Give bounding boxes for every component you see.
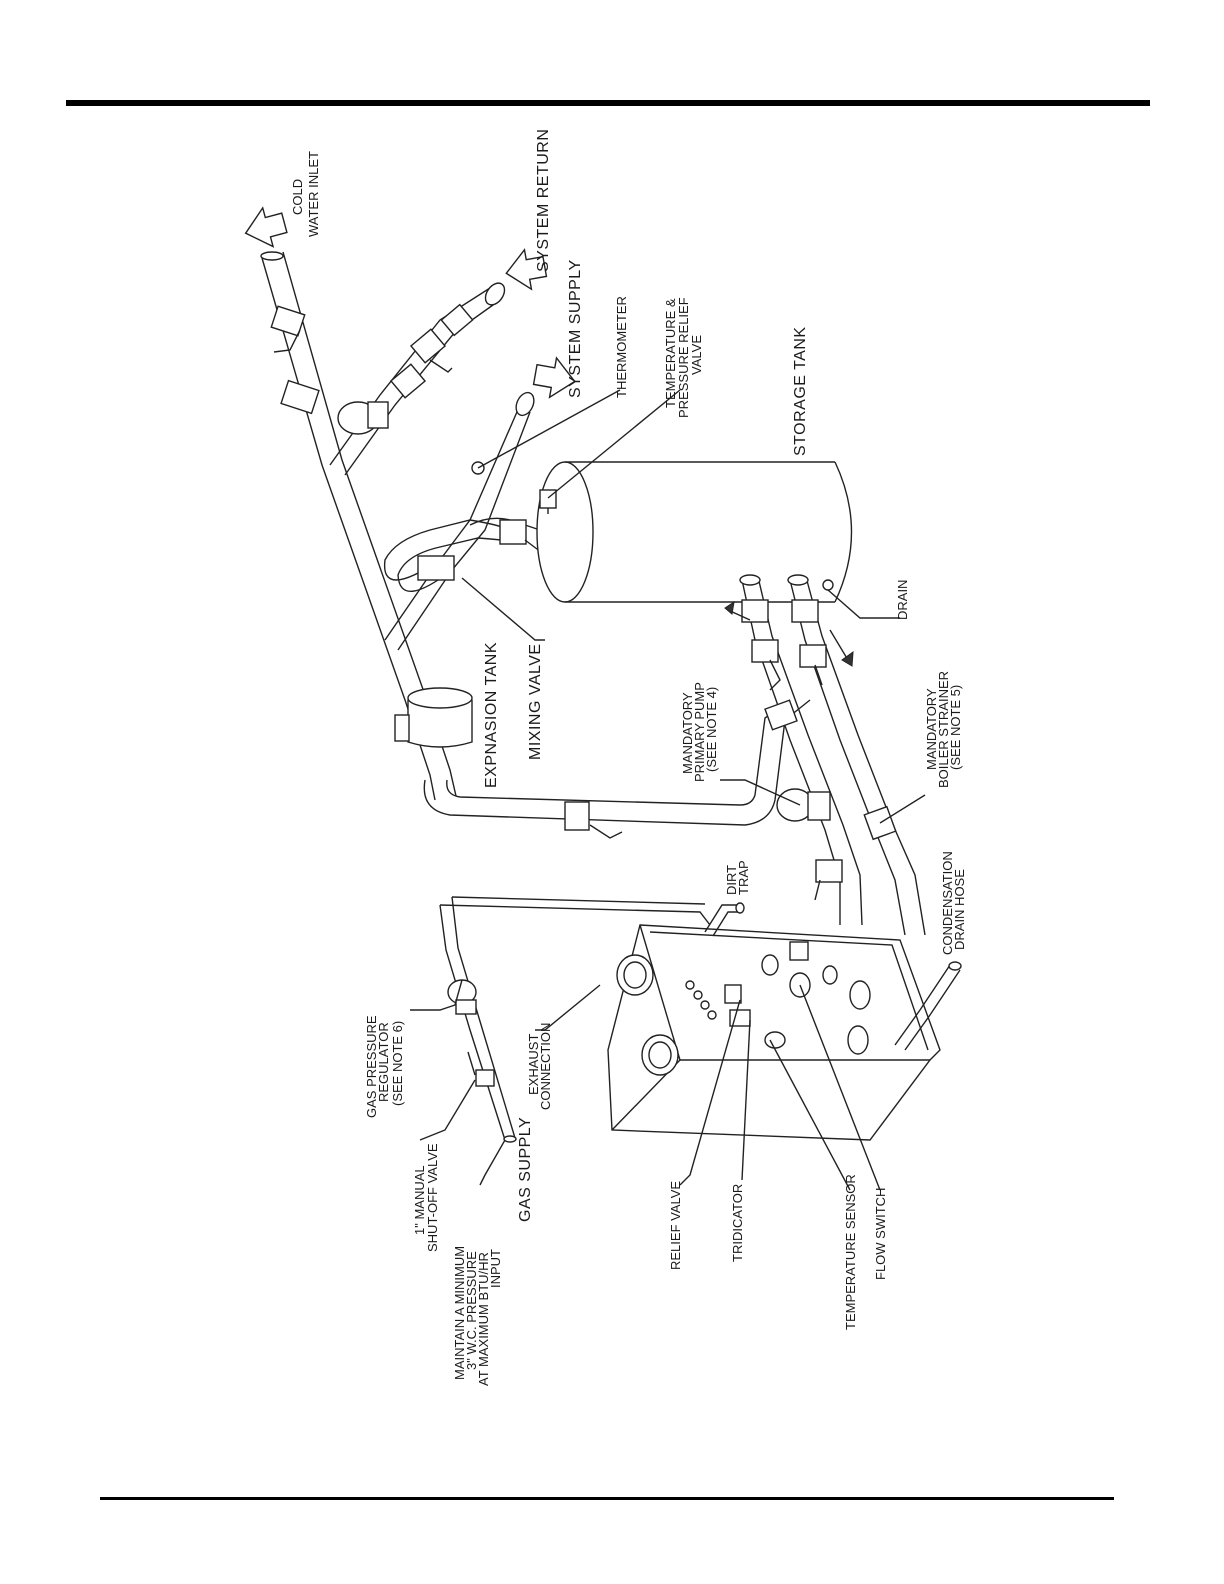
label-strainer-1: MANDATORY [924,688,939,770]
label-min-pressure-1: MAINTAIN A MINIMUM [452,1246,467,1380]
label-relief-valve: RELIEF VALVE [668,1181,683,1270]
gas-supply-pipe [439,896,711,1143]
boiler-loop-pipes [724,574,926,936]
label-flow-switch: FLOW SWITCH [873,1188,888,1280]
label-tp-relief-3: VALVE [689,335,704,375]
label-tp-relief-1: TEMPERATURE & [663,298,678,408]
label-exhaust-1: EXHAUST [526,1034,541,1095]
storage-tank [536,461,853,603]
label-dirt-trap-1: DIRT [724,865,739,895]
label-mixing-valve: MIXING VALVE [527,643,544,760]
label-strainer-2: BOILER STRAINER [936,671,951,788]
label-temperature-sensor: TEMPERATURE SENSOR [843,1174,858,1330]
return-arrow-icon [505,248,548,291]
label-tridicator: TRIDICATOR [730,1184,745,1262]
label-gas-regulator-1: GAS PRESSURE [364,1015,379,1118]
lower-supply-pipe [423,699,811,839]
label-shutoff-1: 1" MANUAL [412,1165,427,1235]
label-tp-relief-2: PRESSURE RELIEF [676,297,691,418]
label-system-return: SYSTEM RETURN [535,129,552,272]
expansion-tank [394,687,473,748]
label-system-supply: SYSTEM SUPPLY [567,259,584,398]
label-expansion-tank: EXPNASION TANK [483,642,500,788]
label-primary-pump-2: PRIMARY PUMP [692,682,707,782]
label-primary-pump-1: MANDATORY [680,692,695,774]
label-min-pressure-2: 3" W.C. PRESSURE [464,1251,479,1370]
cold-water-pipe [260,251,457,801]
label-storage-tank: STORAGE TANK [792,326,809,456]
supply-arrow-icon [532,356,576,399]
label-primary-pump-3: (SEE NOTE 4) [704,687,719,772]
footer-rule [100,1497,1114,1500]
label-min-pressure-4: INPUT [488,1249,503,1288]
label-condensation-2: DRAIN HOSE [952,869,967,950]
inlet-arrow-icon [244,206,288,248]
label-cold-water-2: WATER INLET [306,151,321,237]
label-cold-water-1: COLD [290,179,305,215]
boiler-unit [607,902,962,1141]
label-gas-regulator-3: (SEE NOTE 6) [390,1021,405,1106]
label-strainer-3: (SEE NOTE 5) [948,685,963,770]
label-min-pressure-3: AT MAXIMUM BTU/HR [476,1252,491,1386]
labels: COLD WATER INLET SYSTEM RETURN SYSTEM SU… [290,129,967,1386]
leader-lines [410,389,926,1191]
label-dirt-trap-2: TRAP [736,860,751,895]
label-exhaust-2: CONNECTION [538,1023,553,1110]
label-condensation-1: CONDENSATION [940,851,955,955]
label-shutoff-2: SHUT-OFF VALVE [425,1143,440,1252]
label-gas-supply: GAS SUPPLY [517,1117,534,1222]
label-gas-regulator-2: REGULATOR [376,1022,391,1102]
label-drain: DRAIN [895,580,910,620]
header-rule [66,100,1150,106]
system-return-pipe [329,282,506,476]
label-thermometer: THERMOMETER [614,296,629,398]
mixing-valve-loop [383,391,571,651]
